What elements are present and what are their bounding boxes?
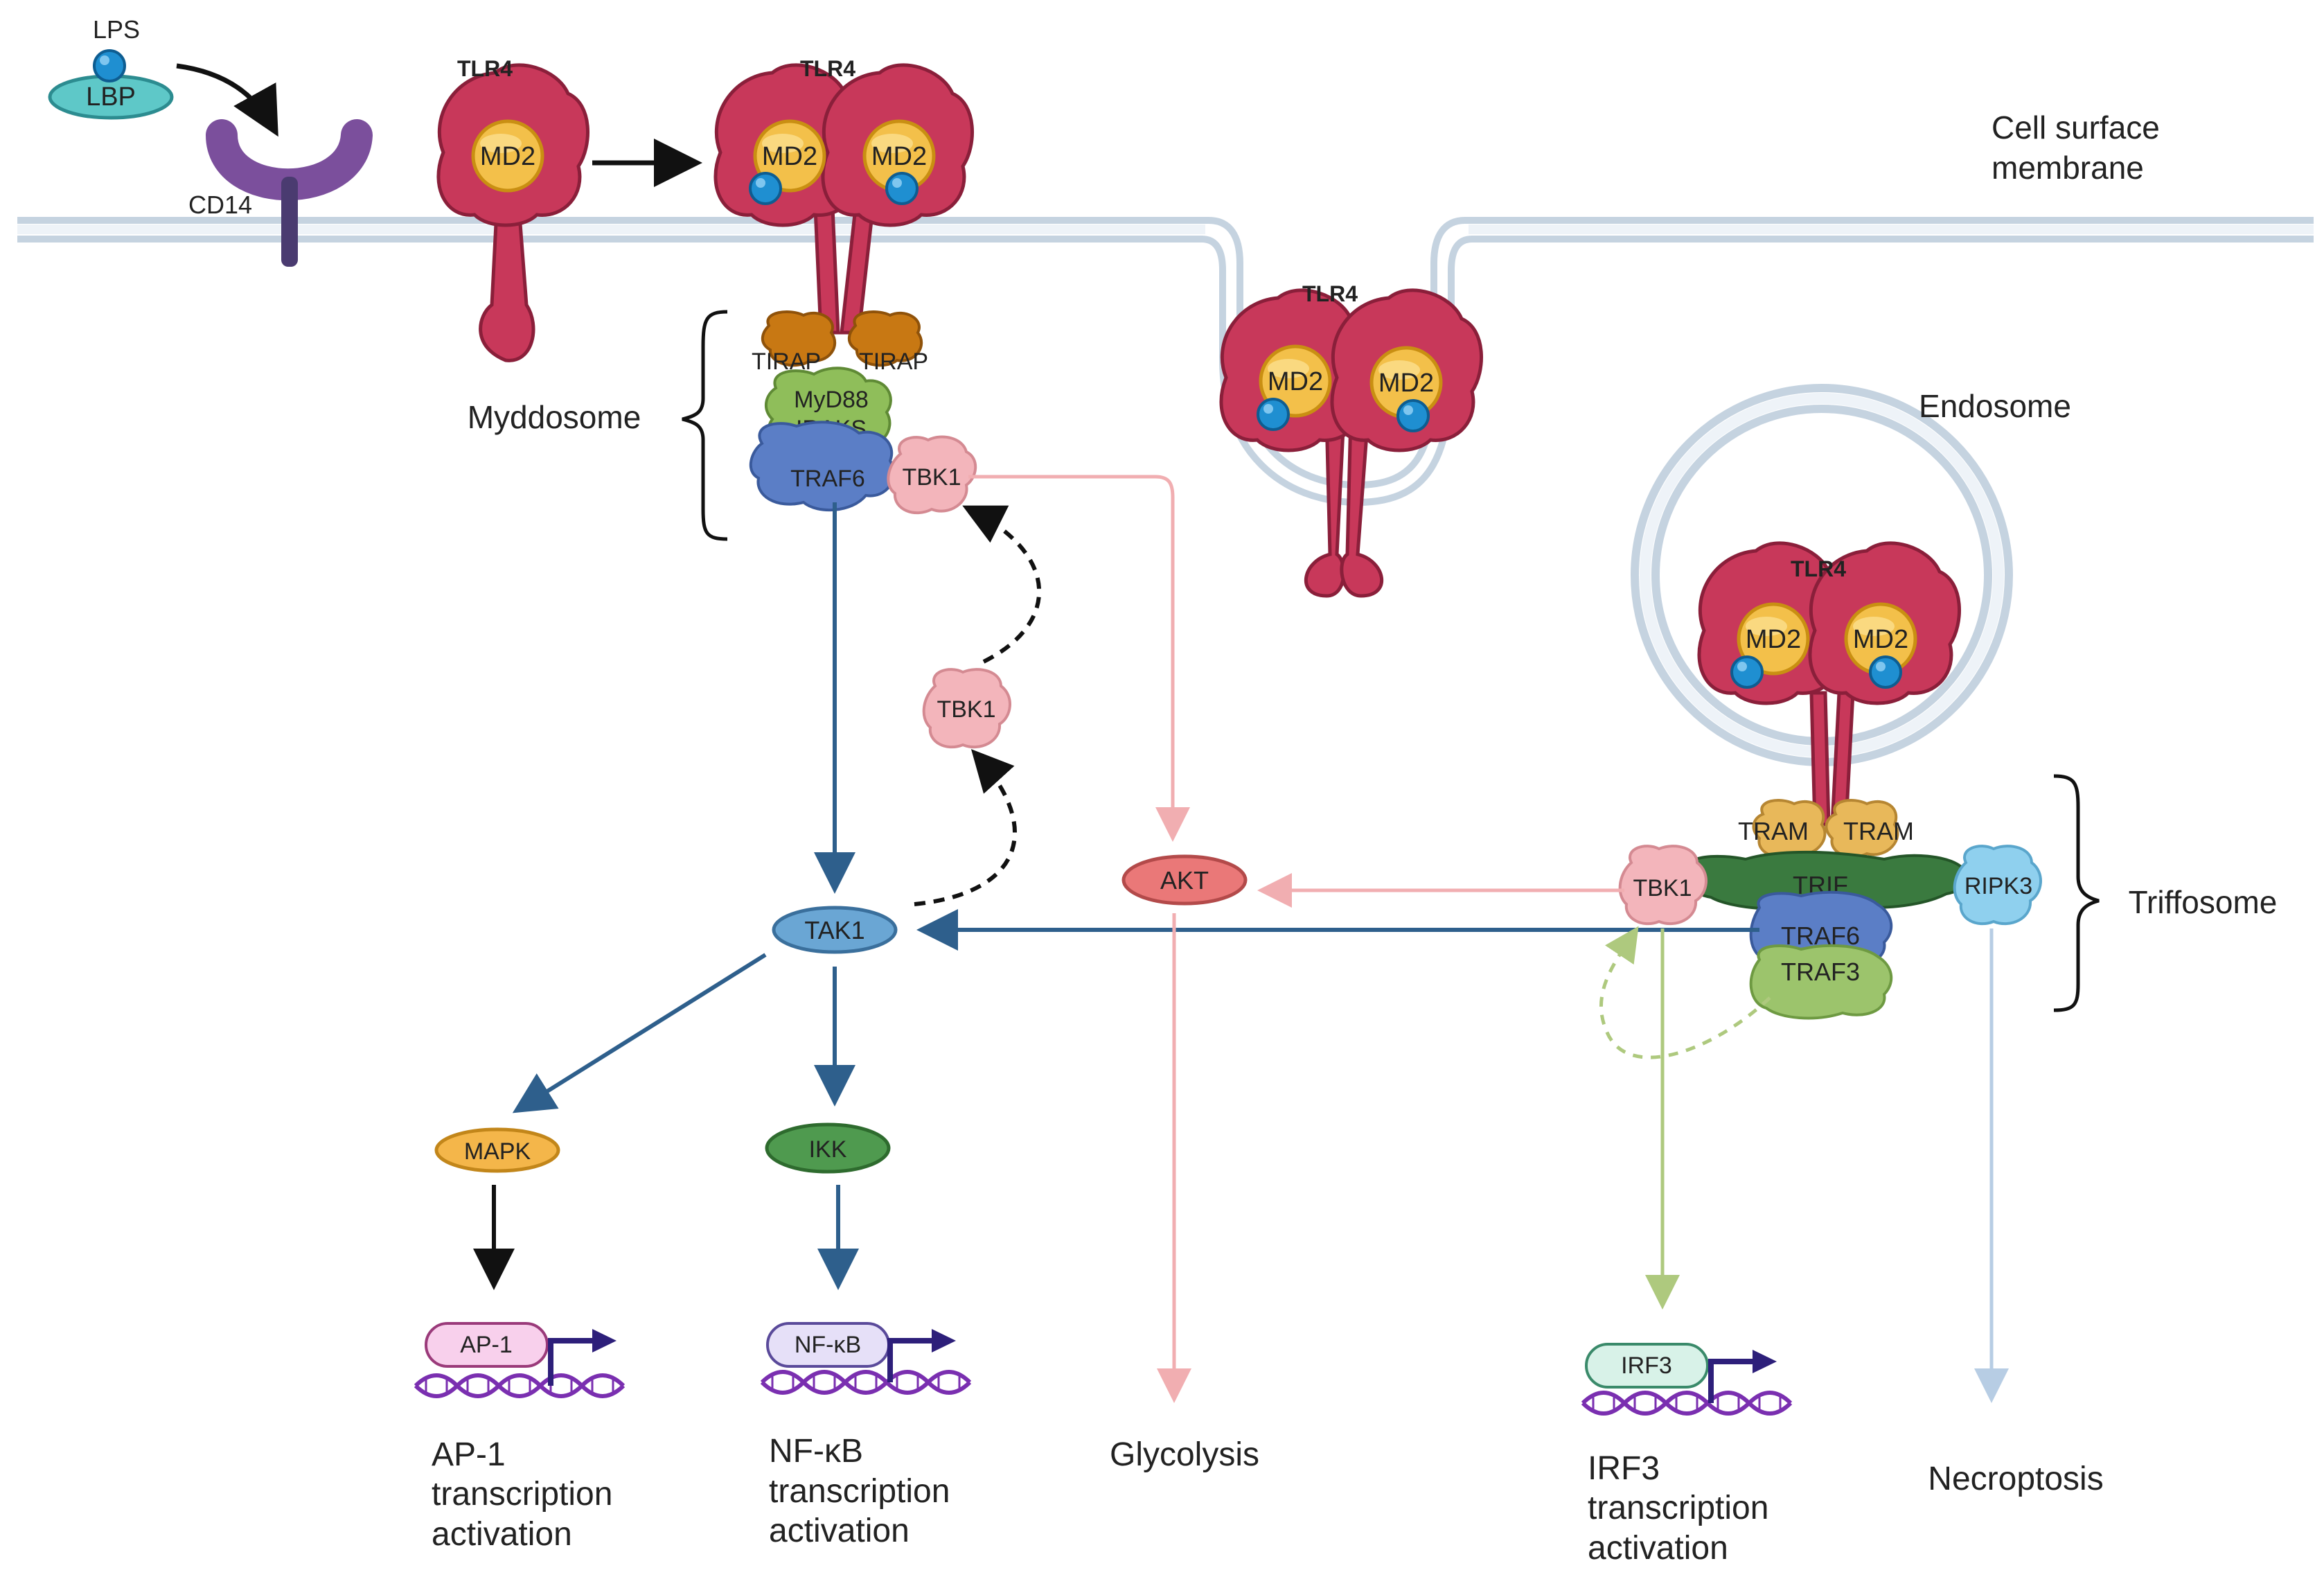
triffosome-bracket: Triffosome [2053, 774, 2278, 1012]
traf3-label: TRAF3 [1781, 958, 1860, 986]
mapk-node: MAPK [434, 1127, 560, 1173]
tram-label-left: TRAM [1738, 817, 1809, 845]
cd14-receptor: CD14 [188, 119, 373, 267]
tlr4-dimer-surface: MD2 MD2 TLR4 [716, 56, 973, 335]
myddosome-complex: TIRAP TIRAP MyD88 IRAKS TRAF6 TBK1 [749, 310, 977, 515]
tram-label-right: TRAM [1843, 817, 1914, 845]
md2-label-dimer-left: MD2 [762, 142, 817, 171]
tak1-to-mapk-arrow [512, 953, 767, 1113]
triffosome-complex: TRAM TRAM TRIF TRAF6 TRAF3 TBK1 RIPK3 [1618, 799, 2042, 1020]
tbk1-label-myddosome: TBK1 [902, 464, 961, 491]
ripk3-protein: RIPK3 [1953, 845, 2042, 926]
tak1-node: TAK1 [772, 906, 898, 954]
md2-label-dimer-right: MD2 [871, 142, 927, 171]
tram-proteins: TRAM TRAM [1738, 799, 1914, 858]
nfkb-outcome-line1: NF-κB [769, 1433, 863, 1470]
lps-to-cd14-arrow [176, 63, 278, 137]
md2-label-invag-left: MD2 [1268, 367, 1323, 396]
ap1-outcome-line3: activation [432, 1516, 572, 1553]
nfkb-outcome-line2: transcription [769, 1473, 950, 1510]
tbk1-myddosome: TBK1 [887, 435, 977, 515]
ap1-factor-label: AP-1 [460, 1332, 513, 1358]
irf3-gene: IRF3 [1583, 1343, 1791, 1413]
tak1-label: TAK1 [804, 916, 864, 944]
md2-label-monomer: MD2 [480, 142, 535, 171]
traf3-triffosome: TRAF3 [1749, 944, 1893, 1020]
lps-lbp-complex: LBP LPS [48, 15, 174, 120]
tlr4-label-dimer: TLR4 [800, 56, 855, 81]
tbk1-to-akt-arrow [968, 475, 1190, 842]
tlr4-label-monomer: TLR4 [457, 56, 513, 81]
akt-node: AKT [1121, 854, 1248, 906]
cd14-label: CD14 [188, 191, 252, 219]
ap1-gene: AP-1 [416, 1322, 623, 1396]
tirap-label-right: TIRAP [859, 349, 928, 375]
md2-label-invag-right: MD2 [1378, 369, 1434, 398]
tlr4-label-invag: TLR4 [1302, 281, 1358, 306]
tbk1-free: TBK1 [922, 668, 1011, 749]
nfkb-outcome-line3: activation [769, 1513, 910, 1549]
irf3-outcome-line2: transcription [1588, 1490, 1768, 1526]
md2-label-endo-right: MD2 [1853, 625, 1908, 654]
tbk1-free-label: TBK1 [937, 696, 995, 723]
tirap-proteins: TIRAP TIRAP [752, 310, 928, 375]
irf3-outcome-line1: IRF3 [1588, 1450, 1660, 1487]
traf6-label-myddosome: TRAF6 [790, 466, 865, 492]
tlr4-dimer-invaginating: MD2 MD2 TLR4 [1221, 281, 1482, 598]
myddosome-bracket: Myddosome [468, 310, 728, 541]
tlr4-monomer: MD2 TLR4 [438, 56, 588, 362]
ripk3-label: RIPK3 [1964, 873, 2032, 899]
nfkb-gene: NF-κB [762, 1322, 970, 1393]
necroptosis-outcome: Necroptosis [1928, 1461, 2103, 1497]
endosome-label: Endosome [1919, 388, 2071, 424]
tlr4-label-endo: TLR4 [1791, 556, 1846, 581]
nfkb-factor-label: NF-κB [795, 1332, 861, 1358]
ap1-outcome: AP-1 transcription activation [432, 1436, 612, 1553]
ikk-label: IKK [809, 1136, 847, 1163]
irf3-factor-label: IRF3 [1621, 1353, 1672, 1379]
lps-label: LPS [93, 15, 140, 44]
tbk1-triffosome: TBK1 [1618, 845, 1707, 926]
akt-label: AKT [1160, 866, 1209, 895]
tlr4-dimer-endosome: MD2 MD2 TLR4 [1699, 543, 1960, 827]
nfkb-outcome: NF-κB transcription activation [769, 1433, 950, 1549]
tbk1-to-myddosome-dashed-arrow [962, 505, 1041, 664]
md2-label-endo-left: MD2 [1746, 625, 1801, 654]
tak1-to-tbk1-dashed-arrow [914, 749, 1017, 906]
mapk-label: MAPK [464, 1138, 531, 1165]
tbk1-label-triffosome: TBK1 [1633, 875, 1692, 901]
membrane-label-line1: Cell surface [1992, 109, 2160, 146]
myddosome-label: Myddosome [468, 399, 641, 435]
irf3-outcome-line3: activation [1588, 1530, 1728, 1567]
ap1-outcome-line1: AP-1 [432, 1436, 506, 1473]
ikk-node: IKK [765, 1122, 891, 1174]
triffosome-label: Triffosome [2129, 884, 2278, 920]
glycolysis-outcome: Glycolysis [1110, 1436, 1259, 1473]
membrane-label-line2: membrane [1992, 150, 2144, 186]
myd88-label: MyD88 [794, 387, 869, 413]
traf3-to-tbk1-dashed-arrow [1599, 926, 1771, 1059]
irf3-outcome: IRF3 transcription activation [1588, 1450, 1768, 1567]
ap1-outcome-line2: transcription [432, 1476, 612, 1513]
lbp-label: LBP [86, 82, 136, 112]
traf6-myddosome: TRAF6 [749, 421, 895, 512]
